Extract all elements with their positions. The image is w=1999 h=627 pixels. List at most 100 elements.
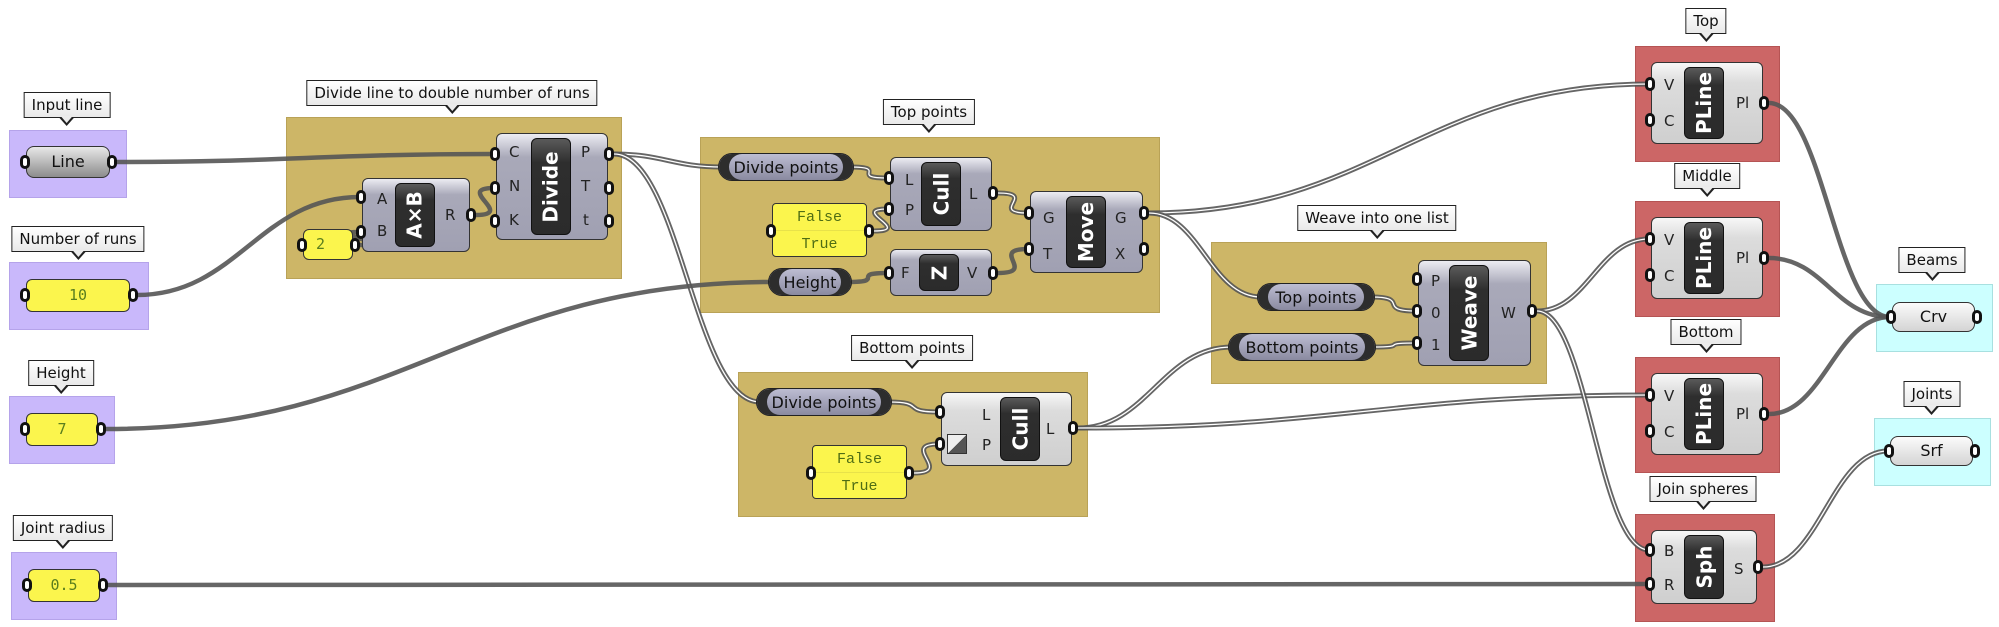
wire-weave-to-sphere [1536, 308, 1650, 553]
height-output-grip[interactable] [96, 422, 106, 436]
port-t-in: T [1043, 245, 1053, 263]
surface-in-grip[interactable] [1884, 444, 1894, 458]
pline-top-pl-grip[interactable] [1759, 96, 1769, 110]
unit-z-component[interactable]: Z F V [890, 249, 992, 296]
callout-joint-radius: Joint radius [12, 515, 114, 549]
surface-out-grip[interactable] [1970, 444, 1980, 458]
weave-1-grip[interactable] [1412, 336, 1422, 350]
bottom-panel-in-grip[interactable] [806, 466, 816, 480]
port-c: C [1664, 112, 1675, 130]
relay-top-points-label: Top points [1275, 287, 1357, 307]
divide-p-grip[interactable] [604, 147, 614, 161]
curve-param[interactable]: Crv [1892, 302, 1975, 332]
pline-middle-c-grip[interactable] [1645, 268, 1655, 282]
move-g-grip[interactable] [1024, 206, 1034, 220]
sphere-r-grip[interactable] [1645, 577, 1655, 591]
move-component[interactable]: Move G T G X [1030, 191, 1143, 273]
bottom-panel-out-grip[interactable] [904, 466, 914, 480]
move-gout-grip[interactable] [1139, 206, 1149, 220]
constant-input-grip[interactable] [297, 238, 307, 252]
pline-middle-name: PLine [1692, 226, 1716, 290]
height-slider[interactable]: 7 [26, 413, 98, 446]
unit-z-v-grip[interactable] [988, 266, 998, 280]
constant-two-slider[interactable]: 2 [303, 229, 353, 260]
cull-top-p-grip[interactable] [884, 202, 894, 216]
divide-curve-component[interactable]: Divide C N K P T t [496, 133, 608, 240]
line-input-grip[interactable] [20, 155, 30, 169]
pline-bottom-c-grip[interactable] [1645, 424, 1655, 438]
sphere-b-grip[interactable] [1645, 543, 1655, 557]
constant-output-grip[interactable] [350, 238, 360, 252]
pattern-true: True [813, 472, 906, 499]
line-param-label: Line [51, 152, 85, 171]
top-panel-in-grip[interactable] [766, 224, 776, 238]
pline-top-v-grip[interactable] [1645, 77, 1655, 91]
pline-middle-component[interactable]: PLine V C Pl [1651, 217, 1763, 299]
relay-divide-points-top[interactable]: Divide points [718, 153, 854, 181]
weave-w-grip[interactable] [1527, 304, 1537, 318]
sphere-s-grip[interactable] [1753, 560, 1763, 574]
unit-z-f-grip[interactable] [884, 266, 894, 280]
weave-0-grip[interactable] [1412, 304, 1422, 318]
weave-component[interactable]: Weave P 0 1 W [1418, 260, 1531, 366]
number-of-runs-slider[interactable]: 10 [26, 279, 130, 312]
top-panel-out-grip[interactable] [864, 224, 874, 238]
surface-param[interactable]: Srf [1890, 436, 1973, 466]
cull-bottom-l-grip[interactable] [935, 405, 945, 419]
multiply-r-grip[interactable] [466, 208, 476, 222]
height-input-grip[interactable] [20, 422, 30, 436]
divide-tl-grip[interactable] [604, 214, 614, 228]
runs-input-grip[interactable] [20, 288, 30, 302]
cull-bottom-component[interactable]: Cull L P L [941, 392, 1072, 466]
relay-bottom-points[interactable]: Bottom points [1228, 333, 1376, 361]
curve-out-grip[interactable] [1972, 310, 1982, 324]
pline-top-name: PLine [1692, 71, 1716, 135]
cull-top-component[interactable]: Cull L P L [890, 157, 992, 231]
relay-height[interactable]: Height [768, 268, 852, 296]
pline-bottom-component[interactable]: PLine V C Pl [1651, 373, 1763, 455]
multiply-a-grip[interactable] [356, 190, 366, 204]
cull-bottom-out-grip[interactable] [1068, 421, 1078, 435]
runs-output-grip[interactable] [128, 288, 138, 302]
callout-weave: Weave into one list [1297, 205, 1457, 239]
weave-p-grip[interactable] [1412, 272, 1422, 286]
pline-bottom-pl-grip[interactable] [1759, 407, 1769, 421]
top-pattern-panel[interactable]: False True [772, 203, 867, 257]
move-t-grip[interactable] [1024, 242, 1034, 256]
relay-divide-points-bottom[interactable]: Divide points [756, 388, 892, 416]
cull-top-l-grip[interactable] [884, 171, 894, 185]
pline-top-c-grip[interactable] [1645, 113, 1655, 127]
cull-top-out-grip[interactable] [988, 186, 998, 200]
divide-n-grip[interactable] [490, 181, 500, 195]
pattern-false: False [796, 208, 842, 226]
pline-bottom-v-grip[interactable] [1645, 388, 1655, 402]
port-c: C [1664, 267, 1675, 285]
callout-top: Top [1685, 8, 1727, 42]
multiply-name: A×B [403, 191, 428, 239]
radius-input-grip[interactable] [22, 578, 32, 592]
divide-k-grip[interactable] [490, 214, 500, 228]
port-pl: Pl [1736, 405, 1750, 423]
radius-output-grip[interactable] [98, 578, 108, 592]
pline-top-component[interactable]: PLine V C Pl [1651, 62, 1763, 144]
move-x-grip[interactable] [1139, 242, 1149, 256]
callout-height: Height [28, 360, 94, 394]
line-param[interactable]: Line [26, 146, 110, 178]
divide-t-grip[interactable] [604, 181, 614, 195]
joint-radius-slider[interactable]: 0.5 [28, 569, 100, 602]
pline-middle-pl-grip[interactable] [1759, 251, 1769, 265]
pline-middle-v-grip[interactable] [1645, 232, 1655, 246]
wire-weave-to-pline-middle [1536, 236, 1650, 314]
curve-in-grip[interactable] [1886, 310, 1896, 324]
divide-c-grip[interactable] [490, 147, 500, 161]
cull-bottom-p-grip[interactable] [935, 437, 945, 451]
sphere-component[interactable]: Sph B R S [1651, 530, 1757, 604]
relay-top-points[interactable]: Top points [1257, 283, 1375, 311]
port-p-in: P [905, 201, 915, 219]
multiply-component[interactable]: A×B A B R [362, 178, 470, 252]
bottom-pattern-panel[interactable]: False True [812, 445, 907, 499]
multiply-b-grip[interactable] [356, 225, 366, 239]
callout-middle: Middle [1674, 163, 1740, 197]
port-pl: Pl [1736, 249, 1750, 267]
line-output-grip[interactable] [107, 155, 117, 169]
